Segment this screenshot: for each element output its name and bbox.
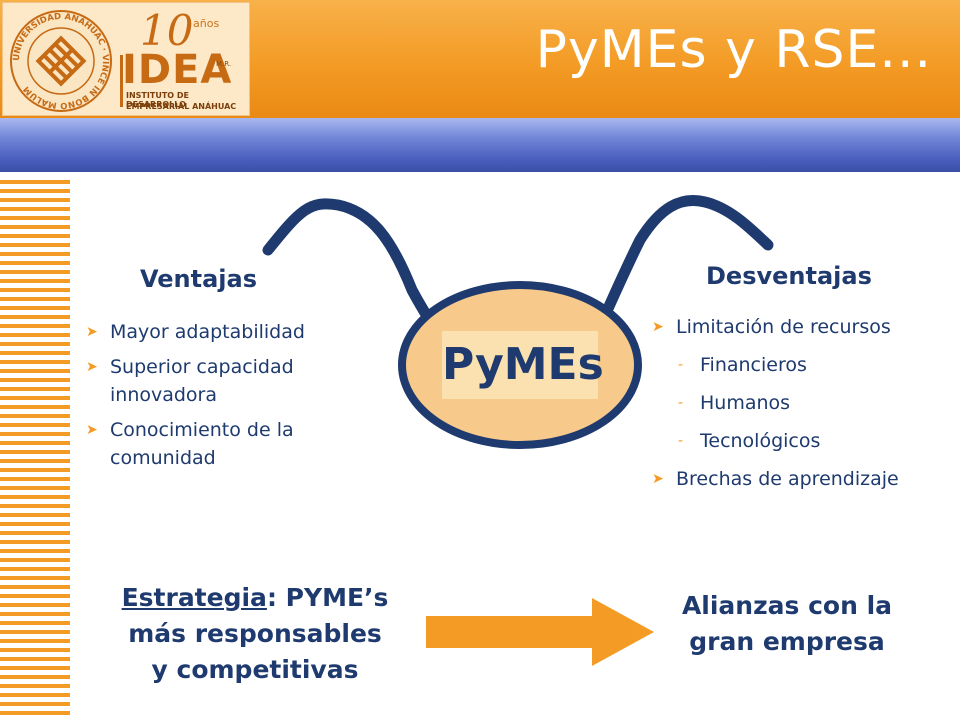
dash-bullet-icon: - xyxy=(678,395,684,411)
sub-list-item: - Humanos xyxy=(652,389,957,417)
slide-title: PyMEs y RSE... xyxy=(535,20,932,80)
logo-divider xyxy=(120,55,123,107)
idea-subtitle-line2: EMPRESARIAL ANÁHUAC xyxy=(126,102,237,111)
strategy-line1: : PYME’s xyxy=(266,583,389,612)
strategy-label: Estrategia xyxy=(121,583,267,612)
ventajas-heading: Ventajas xyxy=(140,265,257,293)
strategy-line2: más responsables xyxy=(128,619,382,648)
arrow-bullet-icon: ➤ xyxy=(86,324,98,340)
list-item: ➤ Brechas de aprendizaje xyxy=(652,465,957,493)
list-item: ➤ Mayor adaptabilidad xyxy=(86,318,376,346)
blue-band xyxy=(0,118,960,172)
dash-bullet-icon: - xyxy=(678,433,684,449)
right-arrow-icon xyxy=(426,598,654,666)
ventajas-list: ➤ Mayor adaptabilidad ➤ Superior capacid… xyxy=(86,318,376,479)
right-arc xyxy=(596,195,774,328)
idea-subtitle-line1: INSTITUTO DE DESARROLLO xyxy=(126,91,189,109)
strategy-line3: y competitivas xyxy=(151,655,359,684)
dash-bullet-icon: - xyxy=(678,357,684,373)
idea-trademark: M.R. xyxy=(216,60,232,68)
university-seal-icon: UNIVERSIDAD ANÁHUAC · VINCE IN BONO MALU… xyxy=(10,10,112,112)
sub-list-item: - Tecnológicos xyxy=(652,427,957,455)
arrow-bullet-icon: ➤ xyxy=(652,319,664,335)
decorative-stripes xyxy=(0,180,70,720)
left-arc xyxy=(262,198,442,336)
anniversary-years-text: años xyxy=(193,17,220,30)
alliances-text: Alianzas con la gran empresa xyxy=(632,588,942,660)
desventajas-heading: Desventajas xyxy=(706,262,872,290)
anniversary-ten-icon: 10 xyxy=(140,7,193,51)
list-item: ➤ Limitación de recursos xyxy=(652,313,957,341)
arrow-bullet-icon: ➤ xyxy=(652,471,664,487)
pymes-label: PyMEs xyxy=(442,331,604,399)
arrow-bullet-icon: ➤ xyxy=(86,422,98,438)
strategy-text: Estrategia: PYME’s más responsables y co… xyxy=(100,580,410,688)
list-item: ➤ Conocimiento de la comunidad xyxy=(86,416,376,472)
alliances-line1: Alianzas con la xyxy=(681,591,893,620)
institution-logo: UNIVERSIDAD ANÁHUAC · VINCE IN BONO MALU… xyxy=(2,2,250,116)
header-banner: UNIVERSIDAD ANÁHUAC · VINCE IN BONO MALU… xyxy=(0,0,960,118)
idea-brand-text: IDEA xyxy=(122,47,233,93)
svg-text:10: 10 xyxy=(140,7,193,51)
desventajas-list: ➤ Limitación de recursos - Financieros -… xyxy=(652,313,957,503)
sub-list-item: - Financieros xyxy=(652,351,957,379)
arrow-bullet-icon: ➤ xyxy=(86,359,98,375)
alliances-line2: gran empresa xyxy=(689,627,885,656)
list-item: ➤ Superior capacidad innovadora xyxy=(86,353,376,409)
